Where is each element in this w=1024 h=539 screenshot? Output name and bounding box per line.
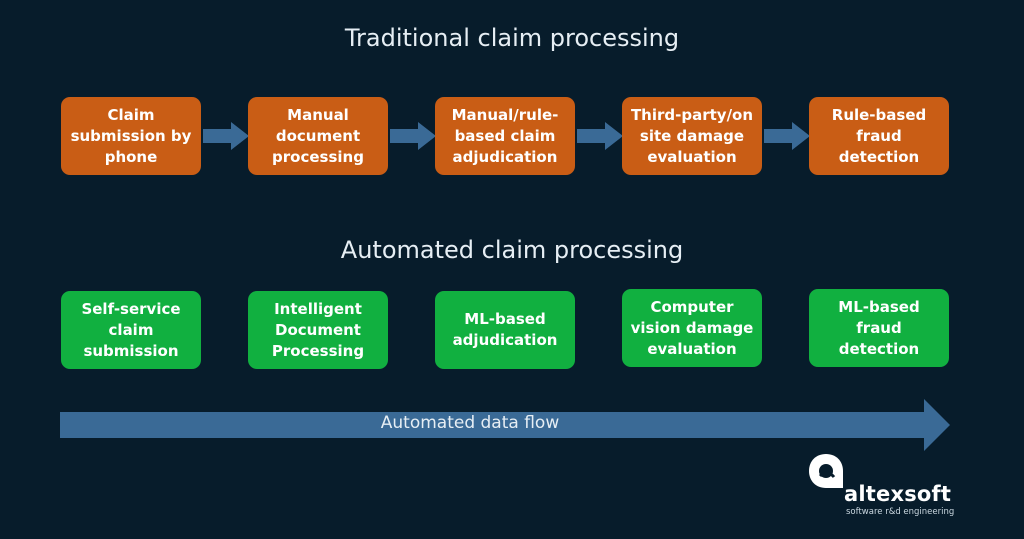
traditional-step-4: Third-party/on site damage evaluation: [622, 97, 762, 175]
brand-name: altexsoft: [844, 482, 952, 506]
automated-step-2: Intelligent Document Processing: [248, 291, 388, 369]
traditional-section-title: Traditional claim processing: [344, 24, 680, 52]
arrow-right-icon: [577, 122, 623, 150]
brand-tagline: software r&d engineering: [846, 507, 955, 517]
automated-section-title: Automated claim processing: [340, 236, 684, 264]
automated-step-4: Computer vision damage evaluation: [622, 289, 762, 367]
arrow-right-icon: [390, 122, 436, 150]
arrow-right-icon: [203, 122, 249, 150]
altexsoft-logo-icon: [809, 454, 843, 488]
data-flow-arrow: [60, 399, 950, 451]
traditional-step-1: Claim submission by phone: [61, 97, 201, 175]
automated-step-1: Self-service claim submission: [61, 291, 201, 369]
traditional-step-2: Manual document processing: [248, 97, 388, 175]
arrow-right-icon: [764, 122, 810, 150]
automated-step-3: ML-based adjudication: [435, 291, 575, 369]
traditional-step-3: Manual/rule- based claim adjudication: [435, 97, 575, 175]
data-flow-label: Automated data flow: [380, 413, 560, 433]
traditional-step-5: Rule-based fraud detection: [809, 97, 949, 175]
automated-step-5: ML-based fraud detection: [809, 289, 949, 367]
